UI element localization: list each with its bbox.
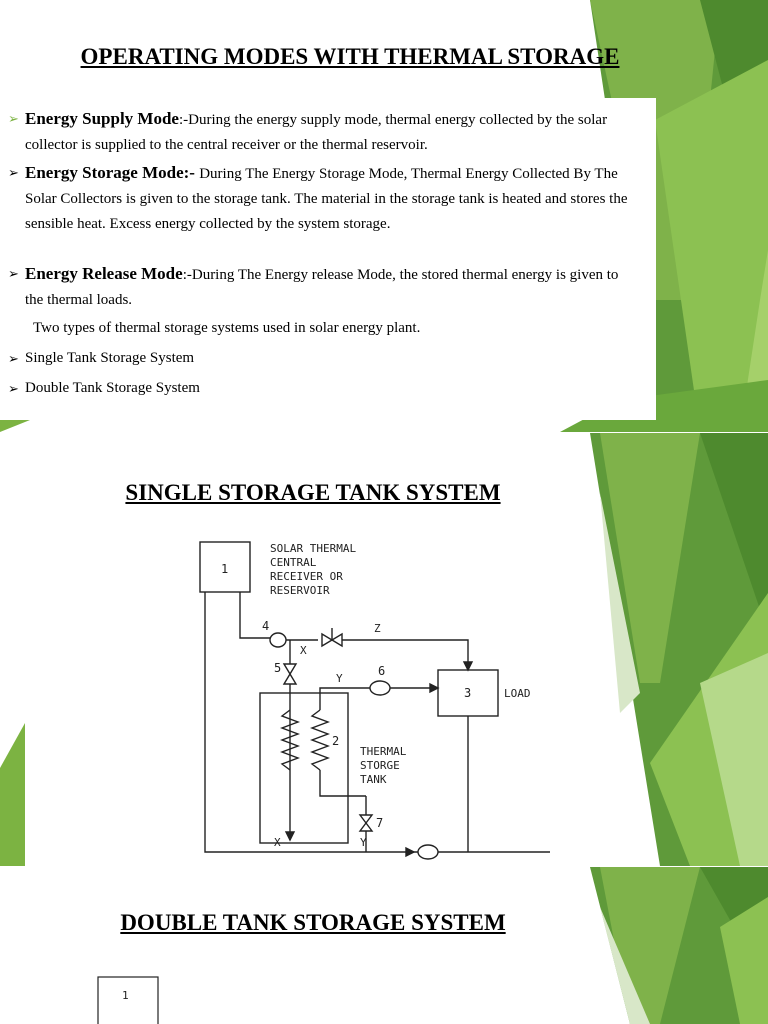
slide-single-storage-tank: SINGLE STORAGE TANK SYSTEM bbox=[0, 433, 768, 866]
line-y-top-label: Y bbox=[336, 672, 343, 685]
receiver-label-line3: RECEIVER OR bbox=[270, 570, 343, 583]
arrow-bullet-icon: ➢ bbox=[8, 351, 19, 366]
valve-5-icon bbox=[282, 663, 298, 676]
slide-double-tank-storage: DOUBLE TANK STORAGE SYSTEM 1 bbox=[0, 867, 768, 1024]
single-tank-diagram: 1 SOLAR THERMAL CENTRAL RECEIVER OR RESE… bbox=[199, 541, 550, 860]
bullet-double-tank: ➢ Double Tank Storage System bbox=[8, 376, 408, 401]
valve-7-label: 7 bbox=[376, 816, 383, 830]
line-x-top-label: X bbox=[300, 644, 307, 657]
tank-label-line3: TANK bbox=[360, 773, 387, 786]
heat-coil-left bbox=[280, 709, 300, 771]
bullet-single-tank: ➢ Single Tank Storage System bbox=[8, 346, 408, 371]
mode-description: During the energy supply mode, thermal e… bbox=[25, 112, 608, 153]
load-number: 3 bbox=[464, 686, 471, 700]
arrow-bullet-icon: ➢ bbox=[8, 266, 19, 281]
box-1 bbox=[97, 976, 159, 1024]
mode-name: Energy Storage Mode bbox=[25, 163, 184, 182]
bullet-energy-storage-mode: ➢ Energy Storage Mode:- During The Energ… bbox=[8, 160, 628, 237]
receiver-number: 1 bbox=[221, 562, 228, 576]
bullet-energy-supply-mode: ➢ Energy Supply Mode:-During the energy … bbox=[8, 106, 648, 158]
slide-operating-modes: OPERATING MODES WITH THERMAL STORAGE ➢ E… bbox=[0, 0, 768, 432]
mode-description: During The Energy Storage Mode, Thermal … bbox=[25, 166, 628, 232]
valve-z-icon bbox=[321, 632, 334, 648]
mode-description: During The Energy release Mode, the stor… bbox=[25, 267, 619, 308]
mode-name: Energy Release Mode bbox=[25, 264, 183, 283]
pump-4-icon bbox=[269, 632, 287, 648]
receiver-label-line1: SOLAR THERMAL bbox=[270, 542, 356, 555]
heat-coil-right bbox=[310, 709, 330, 771]
pump-bottom-icon bbox=[417, 844, 439, 860]
slide-title: OPERATING MODES WITH THERMAL STORAGE bbox=[80, 44, 620, 69]
pump-6-label: 6 bbox=[378, 664, 385, 678]
slide-title: SINGLE STORAGE TANK SYSTEM bbox=[125, 480, 501, 505]
content-panel: ➢ Energy Supply Mode:-During the energy … bbox=[0, 98, 656, 420]
slide-title: DOUBLE TANK STORAGE SYSTEM bbox=[120, 910, 506, 935]
receiver-box bbox=[199, 541, 251, 593]
arrow-bullet-icon: ➢ bbox=[8, 381, 19, 396]
arrow-bullet-icon: ➢ bbox=[8, 165, 19, 180]
mode-name: Energy Supply Mode bbox=[25, 109, 179, 128]
mode-separator: :- bbox=[182, 267, 192, 283]
tank-label-line2: STORGE bbox=[360, 759, 400, 772]
line-y-bottom-label: Y bbox=[360, 836, 367, 849]
valve-5-label: 5 bbox=[274, 661, 281, 675]
storage-tank bbox=[259, 692, 349, 844]
mode-separator: :- bbox=[183, 163, 200, 182]
double-tank-diagram: 1 bbox=[97, 976, 159, 1024]
line-z-label: Z bbox=[374, 622, 381, 635]
pump-4-label: 4 bbox=[262, 619, 269, 633]
tank-number: 2 bbox=[332, 734, 339, 748]
bullet-energy-release-mode: ➢ Energy Release Mode:-During The Energy… bbox=[8, 261, 628, 313]
arrow-bullet-icon: ➢ bbox=[8, 111, 19, 126]
load-label: LOAD bbox=[504, 687, 531, 700]
system-name: Double Tank Storage System bbox=[25, 380, 200, 396]
pump-6-icon bbox=[369, 680, 391, 696]
storage-types-intro: Two types of thermal storage systems use… bbox=[33, 320, 421, 336]
valve-7-icon bbox=[358, 814, 374, 825]
receiver-label-line2: CENTRAL bbox=[270, 556, 317, 569]
tank-label-line1: THERMAL bbox=[360, 745, 407, 758]
system-name: Single Tank Storage System bbox=[25, 350, 195, 366]
mode-separator: :- bbox=[178, 112, 189, 128]
receiver-label-line4: RESERVOIR bbox=[270, 584, 330, 597]
box-1-number: 1 bbox=[122, 989, 129, 1002]
line-x-bottom-label: X bbox=[274, 836, 281, 849]
